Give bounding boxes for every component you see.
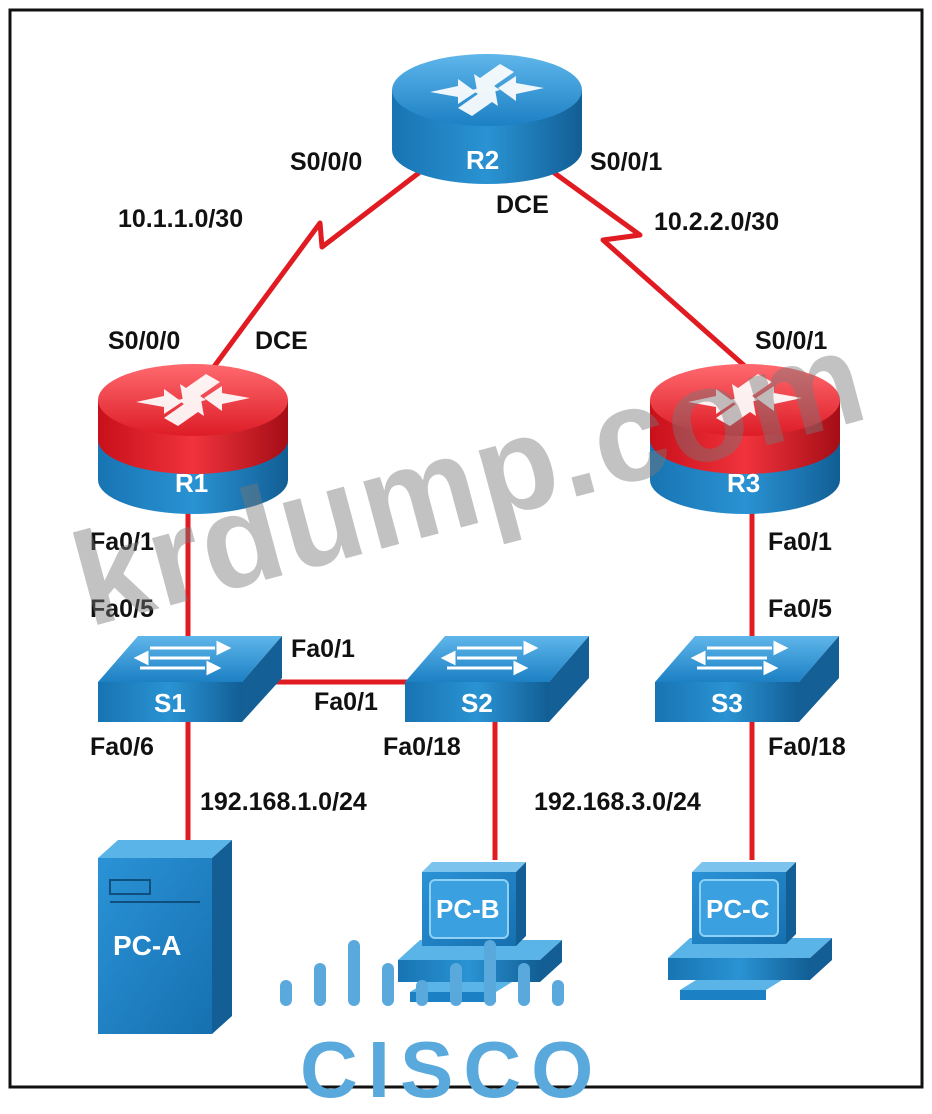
r3-fa01-label: Fa0/1 [768,528,832,556]
diagram-border [8,8,924,1089]
s3-fa05-label: Fa0/5 [768,595,832,623]
s2-fa01-label: Fa0/1 [314,688,378,716]
network-lan1-label: 192.168.1.0/24 [200,788,367,816]
pc-a-name: PC-A [113,930,182,961]
cisco-bridge-logo [280,940,564,1006]
r1-name: R1 [175,468,209,498]
serial-link-r2-r3 [551,169,749,370]
s2-fa018-label: Fa0/18 [383,733,461,761]
network-r1-r2-label: 10.1.1.0/30 [118,205,244,233]
r1-fa01-label: Fa0/1 [90,528,154,556]
r1-s000-label: S0/0/0 [108,327,181,355]
r3-name: R3 [727,468,761,498]
pc-c-name: PC-C [706,894,770,924]
s1-name: S1 [154,688,186,718]
s1-fa06-label: Fa0/6 [90,733,154,761]
switch-s2-icon [405,636,589,722]
s2-name: S2 [461,688,493,718]
s3-fa018-label: Fa0/18 [768,733,846,761]
serial-link-r1-r2 [210,170,422,370]
r3-s001-label: S0/0/1 [755,327,828,355]
s3-name: S3 [711,688,743,718]
r2-dce-label: DCE [496,191,549,219]
network-r2-r3-label: 10.2.2.0/30 [654,208,780,236]
switch-s1-icon [98,636,282,722]
cisco-logo-text: CISCO [300,1025,604,1114]
pc-c-computer-icon [668,862,832,1000]
s1-fa01-label: Fa0/1 [291,635,355,663]
links [185,169,755,860]
switch-s3-icon [655,636,839,722]
router-r2-icon [392,54,582,184]
router-r3-icon [650,364,840,514]
r2-s000-label: S0/0/0 [290,148,363,176]
r2-name: R2 [466,145,500,175]
router-r1-icon [98,364,288,514]
r1-dce-label: DCE [255,327,308,355]
pc-a-tower-icon [98,840,232,1034]
s1-fa05-label: Fa0/5 [90,595,154,623]
r2-s001-label: S0/0/1 [590,148,663,176]
pc-b-name: PC-B [436,894,500,924]
network-lan3-label: 192.168.3.0/24 [534,788,701,816]
